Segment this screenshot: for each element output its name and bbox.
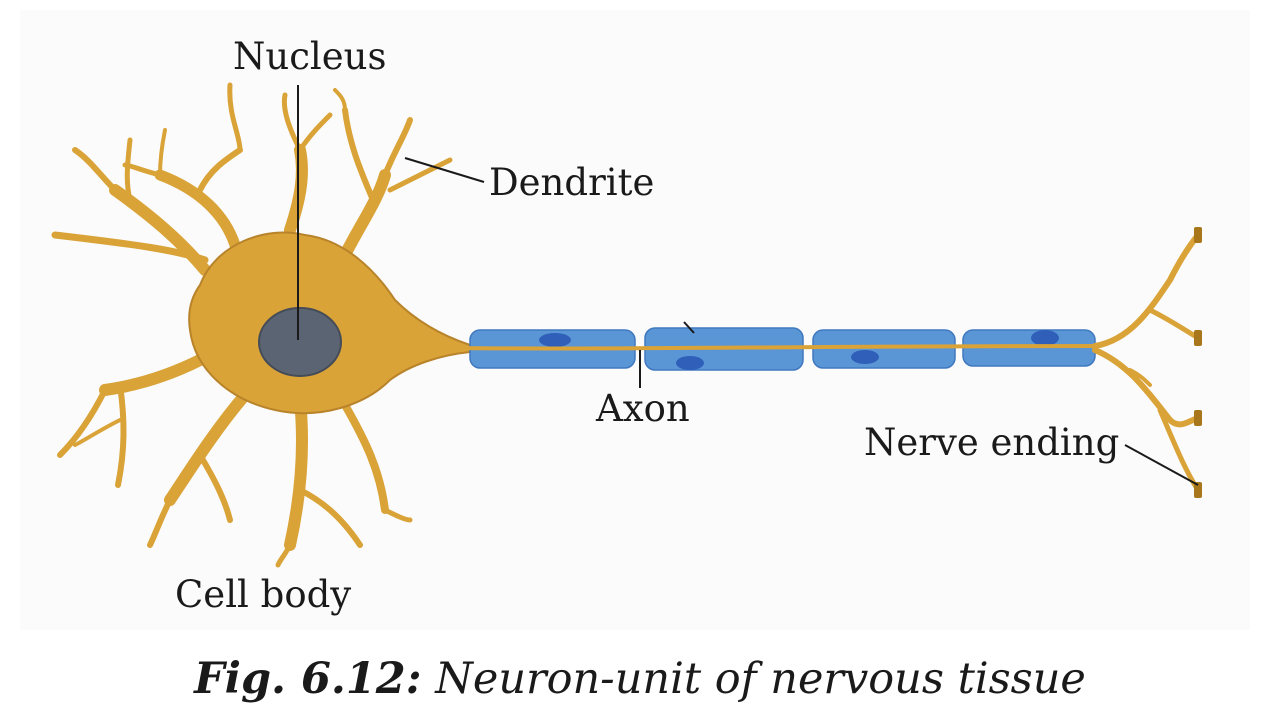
axon	[459, 344, 1101, 351]
sheath-nuclei	[539, 330, 1059, 370]
leader-lines	[297, 85, 1199, 486]
figure-caption: Fig. 6.12: Neuron-unit of nervous tissue	[0, 654, 1280, 704]
nucleus-label: Nucleus	[233, 35, 387, 78]
neuron	[51, 82, 1202, 568]
caption-text: Neuron-unit of nervous tissue	[435, 654, 1086, 704]
figure-number: Fig. 6.12:	[194, 654, 422, 704]
axon-label: Axon	[596, 387, 690, 430]
sheath-tick	[683, 321, 695, 334]
terminal-knobs	[1194, 227, 1202, 498]
cell-body-label: Cell body	[175, 573, 352, 616]
nerve-ending-label: Nerve ending	[864, 421, 1120, 464]
nerve-endings	[1092, 232, 1201, 493]
nucleus	[258, 307, 342, 377]
nerve-ending-leader-line	[1124, 444, 1199, 486]
dendrite-leader-line	[404, 157, 485, 183]
dendrite-label: Dendrite	[489, 161, 655, 204]
dendrites	[51, 82, 453, 568]
